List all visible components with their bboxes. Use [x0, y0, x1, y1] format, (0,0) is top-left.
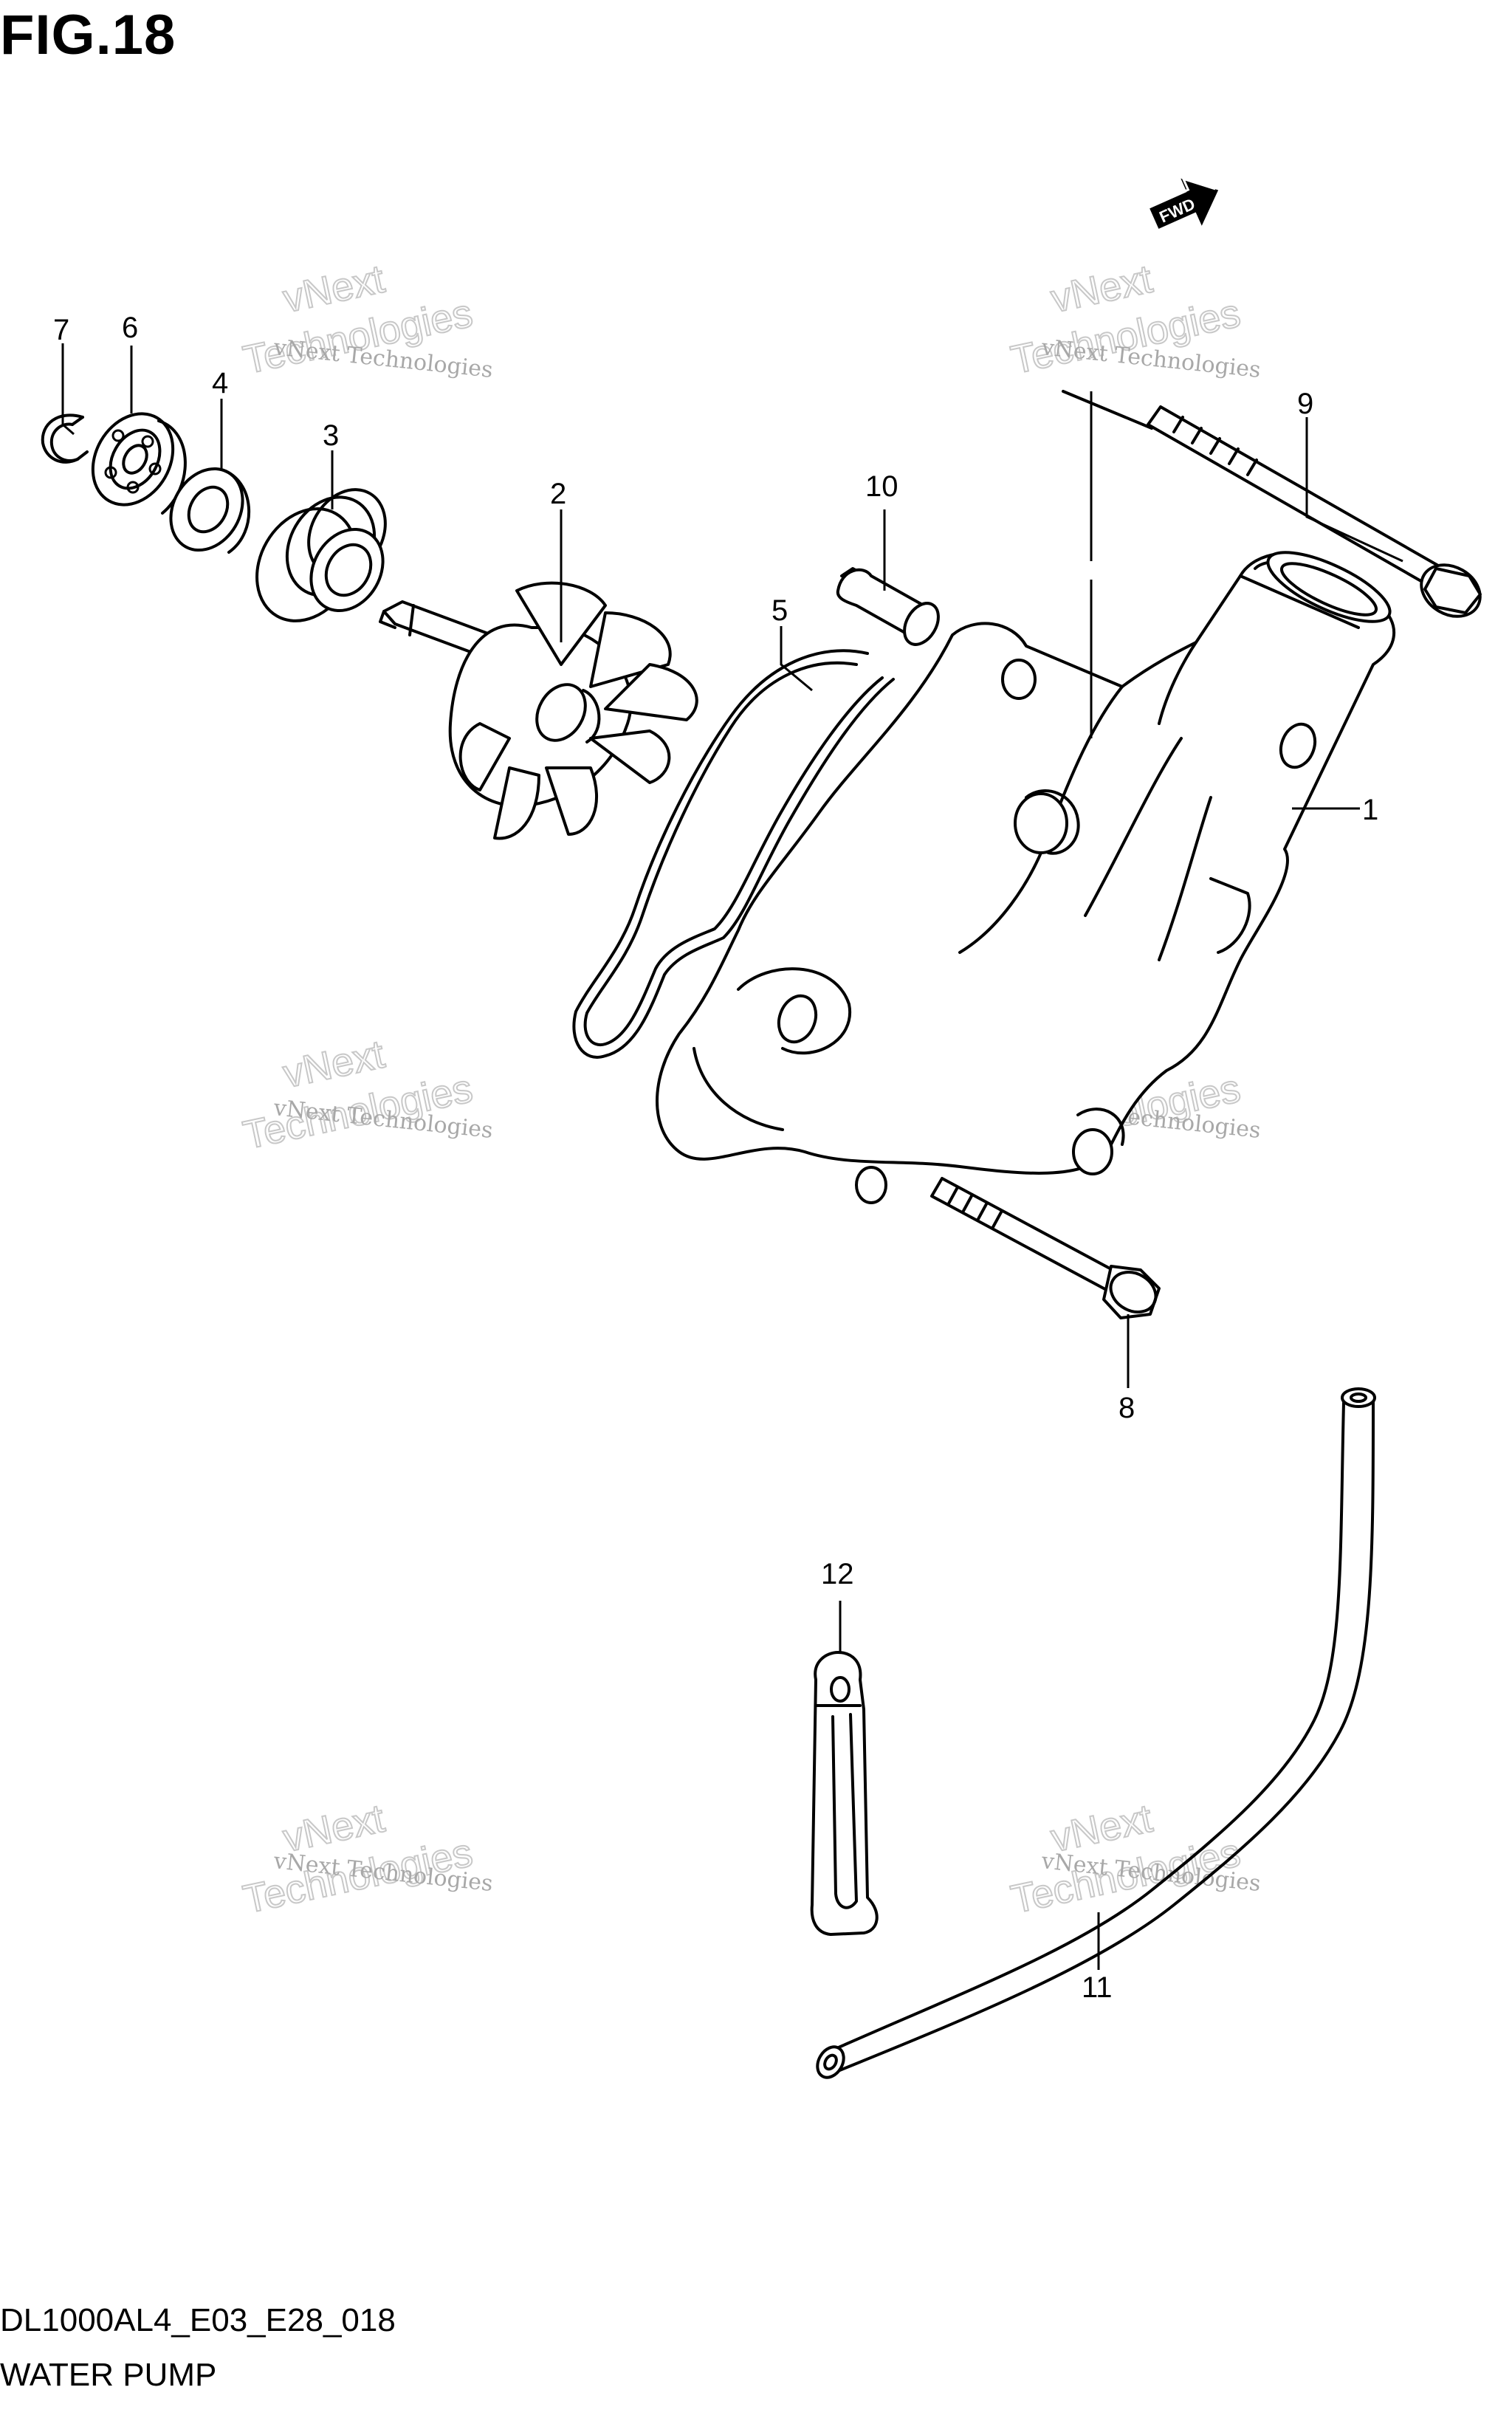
bearing-part-6	[91, 412, 187, 515]
leader-lines	[61, 343, 1403, 1970]
callout-8: 8	[1118, 1392, 1135, 1424]
callout-9: 9	[1297, 388, 1313, 420]
callout-12: 12	[821, 1558, 854, 1590]
dowel-pin-part-10	[836, 567, 940, 646]
figure-title: FIG.18	[0, 4, 176, 66]
callout-6: 6	[122, 312, 138, 344]
watermark: vNext Technologies	[1006, 1796, 1245, 1923]
diagram-name: WATER PUMP	[0, 2357, 217, 2393]
seal-part-4	[169, 467, 251, 554]
callout-10: 10	[865, 470, 898, 503]
bolt-part-9	[1062, 390, 1482, 618]
callout-5: 5	[772, 594, 788, 627]
model-code: DL1000AL4_E03_E28_018	[0, 2302, 396, 2338]
impeller-part-2	[379, 581, 698, 840]
bolt-part-8	[930, 1177, 1161, 1319]
pump-case-part-1	[656, 551, 1395, 1204]
callout-1: 1	[1362, 794, 1378, 826]
callout-labels: 1 2 3 4 5 6 7 8 9 10 11 12	[53, 312, 1378, 2004]
callout-4: 4	[212, 367, 228, 399]
watermark: vNext Technologies	[238, 1796, 477, 1923]
circlip-part-7	[41, 413, 89, 464]
callout-7: 7	[53, 314, 69, 346]
clamp-part-12	[810, 1651, 879, 1936]
o-ring-part-5	[572, 649, 895, 1059]
watermark: vNext Technologies	[1006, 256, 1245, 383]
mechanical-seal-part-3	[255, 488, 387, 622]
callout-11: 11	[1082, 1971, 1113, 2004]
fwd-arrow-icon: FWD	[1150, 176, 1219, 229]
callout-2: 2	[550, 478, 566, 510]
callout-3: 3	[323, 419, 339, 452]
hose-part-11	[816, 1387, 1376, 2079]
